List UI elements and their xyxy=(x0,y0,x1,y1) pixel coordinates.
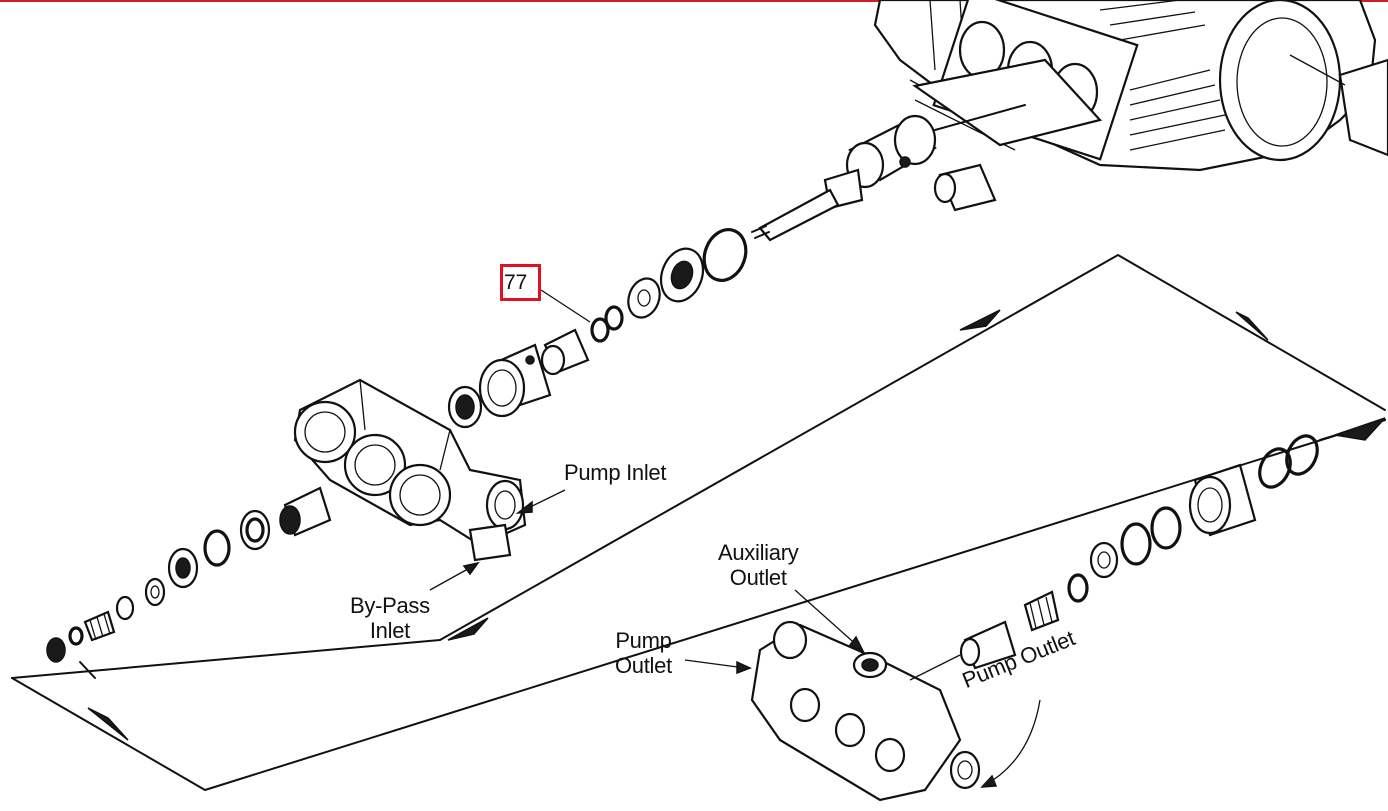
flow-arrow xyxy=(959,309,1001,331)
pump-outlet-left-label-line2: Outlet xyxy=(615,653,672,678)
callout-highlight-box[interactable] xyxy=(500,264,541,301)
pump-outlet-left-label: Pump Outlet xyxy=(615,628,672,678)
flow-path-lines xyxy=(11,254,1386,791)
drive-shaft-end xyxy=(1289,54,1388,157)
flow-arrow xyxy=(87,707,129,741)
outlet-manifold xyxy=(750,620,981,802)
pump-outlet-left-label-line1: Pump xyxy=(615,628,672,653)
upper-seal-stack xyxy=(590,228,748,343)
callout-number: 77 xyxy=(504,271,528,294)
flow-arrow xyxy=(447,617,489,641)
flow-arrow xyxy=(1334,417,1386,441)
gasket-plate xyxy=(912,58,1103,147)
pump-inlet-label: Pump Inlet xyxy=(564,460,667,485)
bypass-inlet-label-line1: By-Pass xyxy=(350,593,430,618)
auxiliary-outlet-label: Auxiliary Outlet xyxy=(718,540,799,590)
auxiliary-outlet-label-line1: Auxiliary xyxy=(718,540,799,565)
callout-leader-line xyxy=(540,289,591,323)
bypass-inlet-label-line2: Inlet xyxy=(369,618,410,643)
plunger-assembly xyxy=(751,104,1026,242)
manifold-head xyxy=(293,378,527,562)
lower-right-parts xyxy=(959,434,1319,670)
label-pointers xyxy=(429,489,1041,788)
middle-valve-parts xyxy=(447,328,590,429)
lower-left-seal-stack xyxy=(46,486,332,679)
bypass-inlet-label: By-Pass Inlet xyxy=(350,593,430,643)
top-accent-bar xyxy=(0,0,1388,2)
flow-arrow xyxy=(1235,311,1269,341)
auxiliary-outlet-label-line2: Outlet xyxy=(729,565,787,590)
